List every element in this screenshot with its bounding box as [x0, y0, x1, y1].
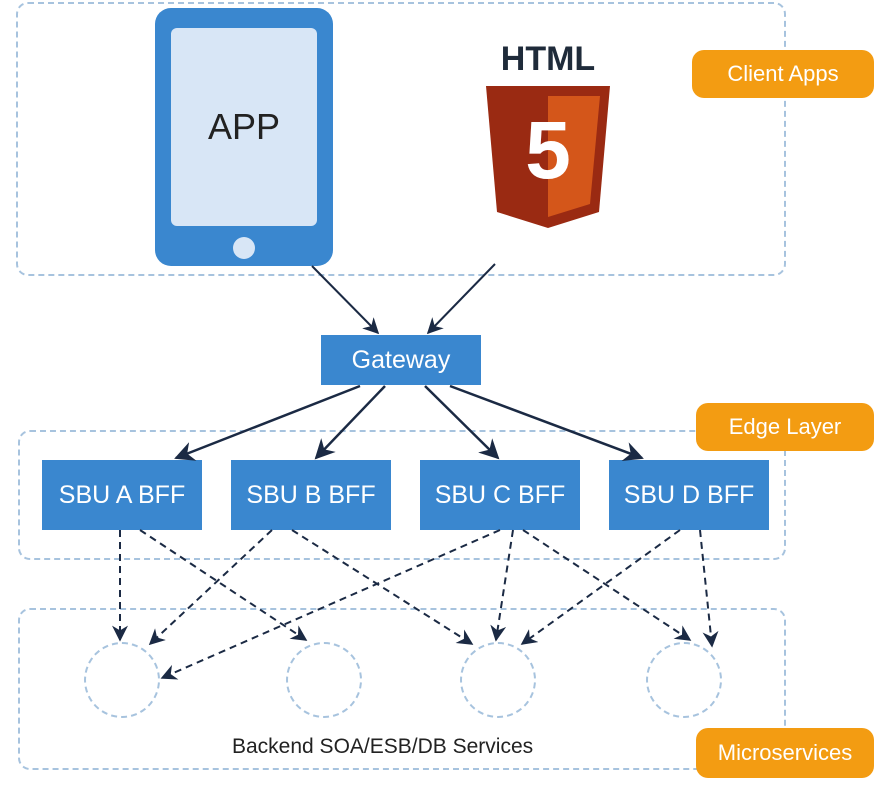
bff-box-c: SBU C BFF: [420, 460, 580, 530]
bff-box-a: SBU A BFF: [42, 460, 202, 530]
client-apps-tag: Client Apps: [692, 50, 874, 98]
service-node: [460, 642, 536, 718]
service-node: [286, 642, 362, 718]
tablet-home-button: [233, 237, 255, 259]
service-node: [646, 642, 722, 718]
arrow-app-to-gateway: [311, 265, 380, 335]
client-apps-region: [16, 2, 786, 276]
bff-box-d: SBU D BFF: [609, 460, 769, 530]
gateway-box: Gateway: [321, 335, 481, 385]
backend-caption: Backend SOA/ESB/DB Services: [232, 735, 534, 758]
html5-glyph: 5: [525, 105, 571, 196]
edge-layer-tag: Edge Layer: [696, 403, 874, 451]
tablet-app-icon: APP: [155, 8, 333, 266]
html5-logo-icon: 5: [486, 86, 610, 228]
service-node: [84, 642, 160, 718]
app-label: APP: [171, 28, 317, 226]
html-label: HTML: [500, 40, 596, 78]
microservices-tag: Microservices: [696, 728, 874, 778]
bff-box-b: SBU B BFF: [231, 460, 391, 530]
